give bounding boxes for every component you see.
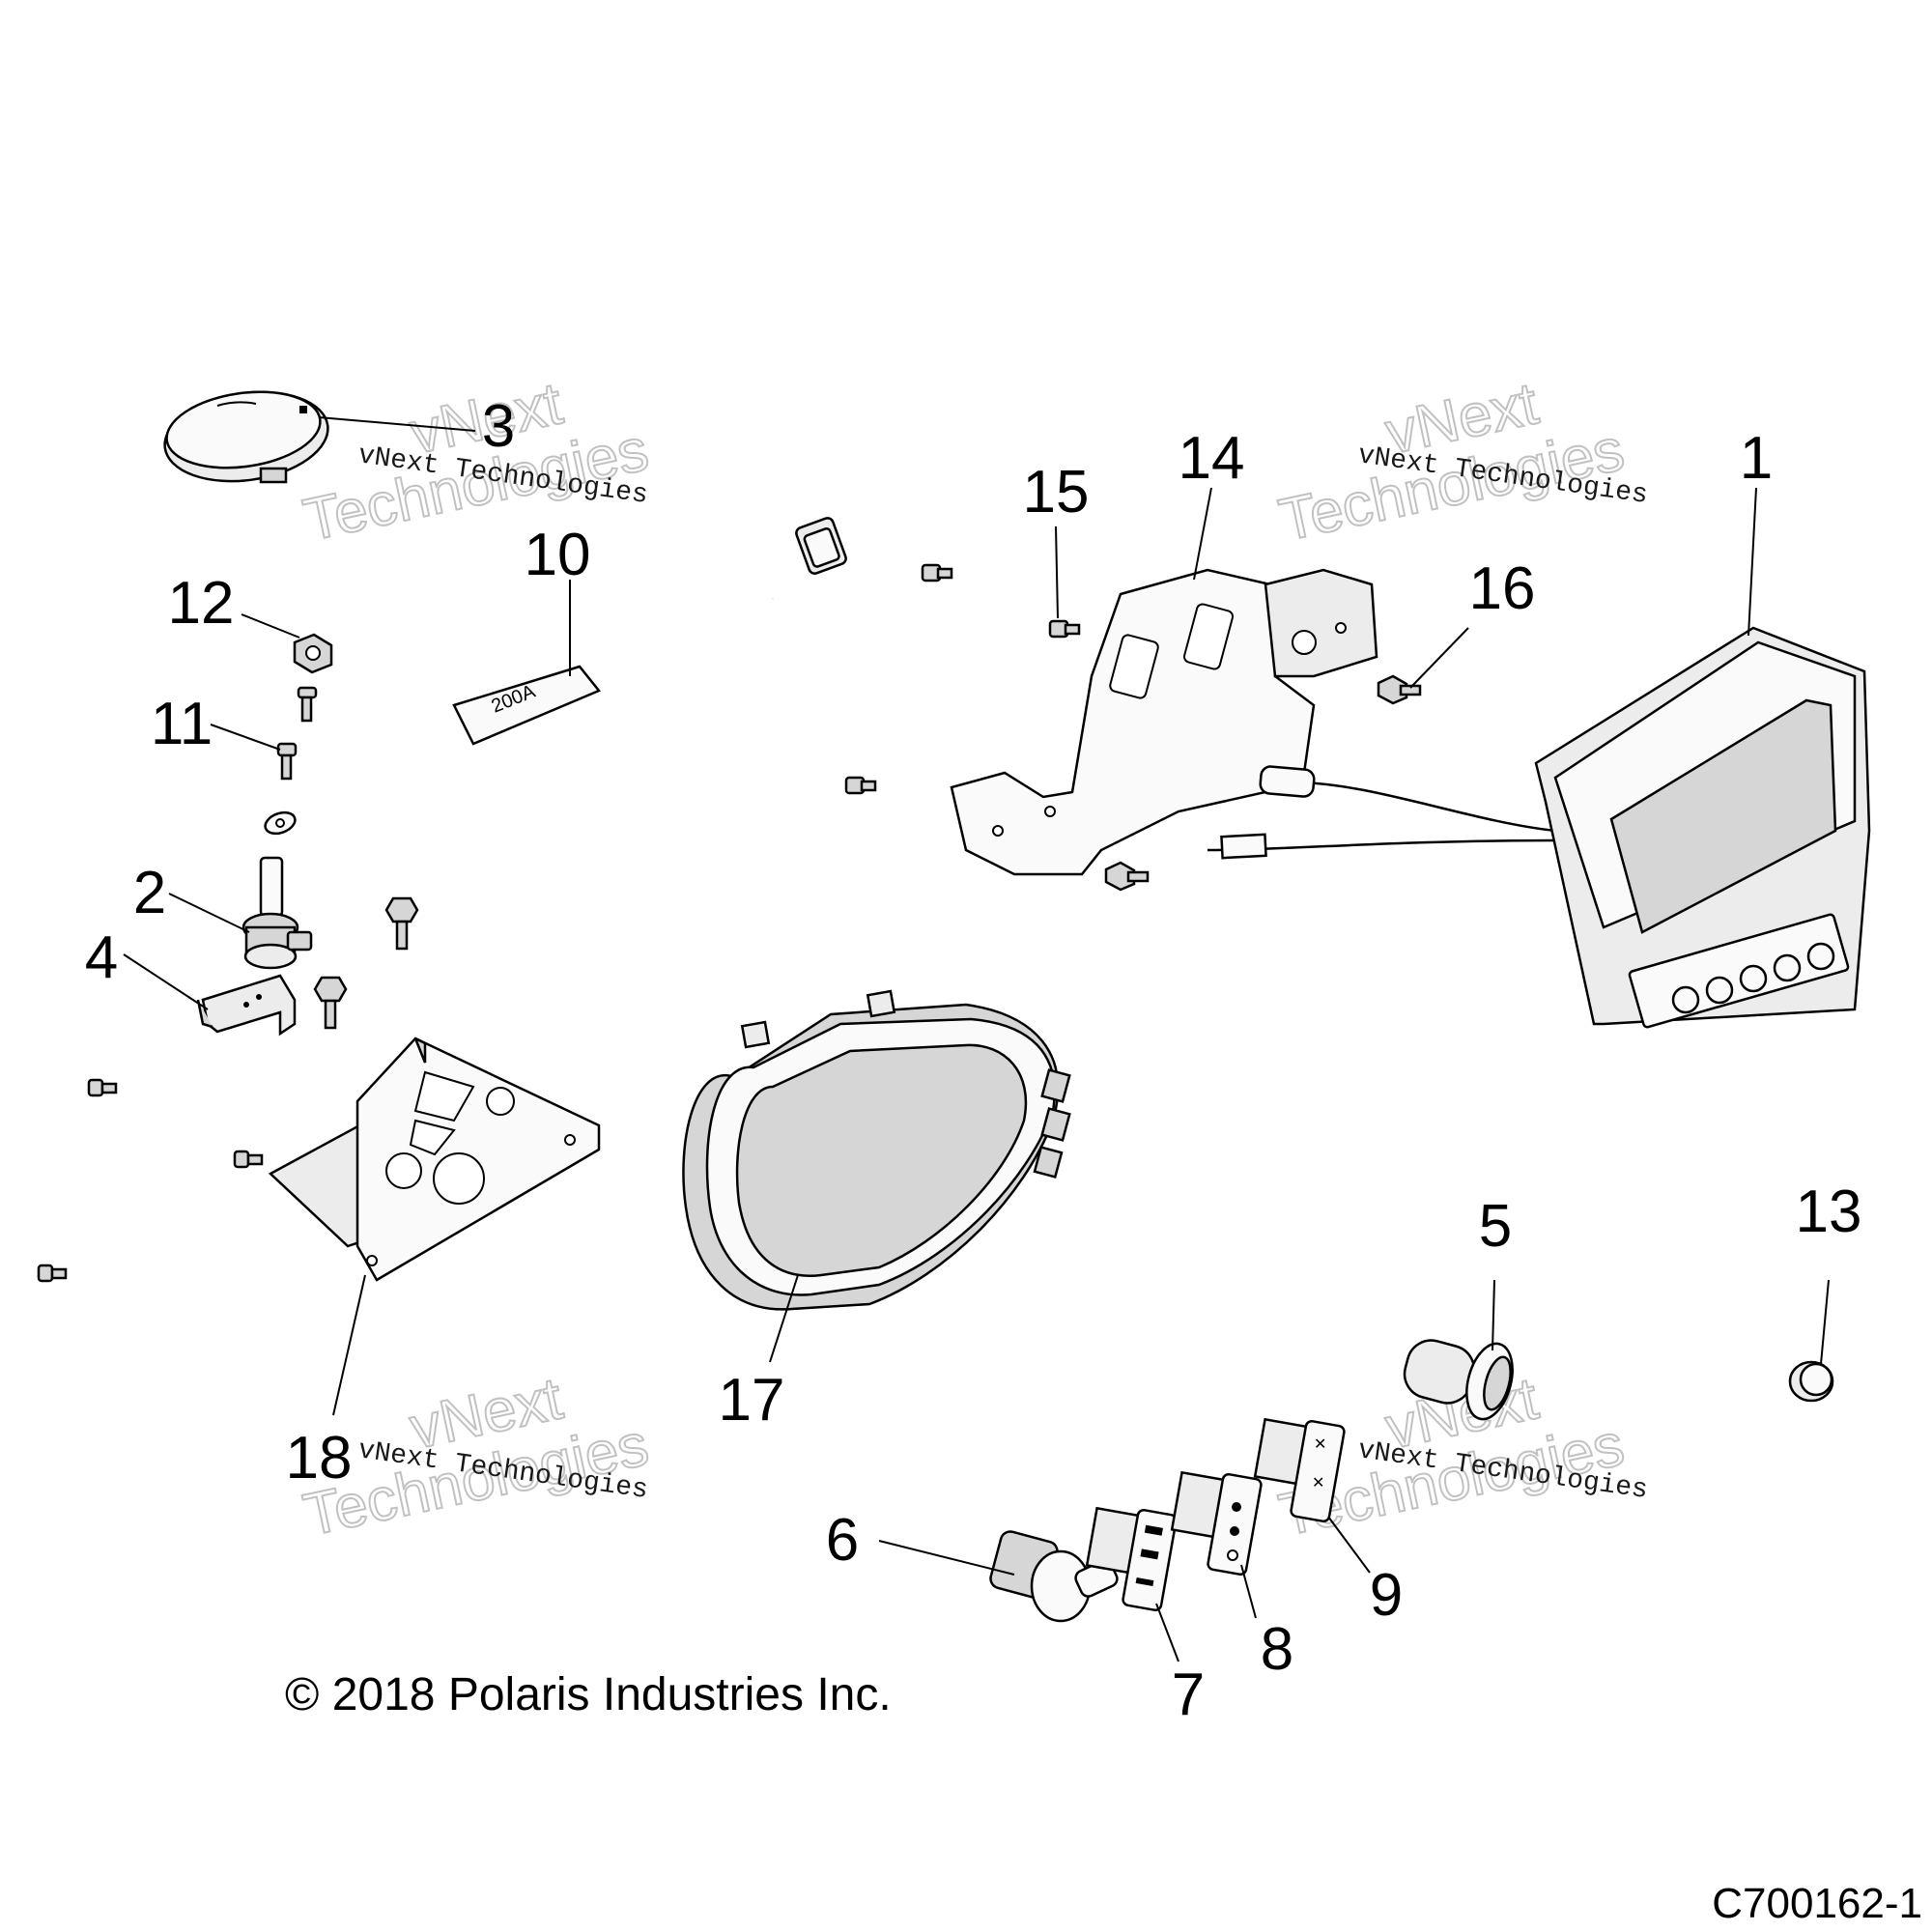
part-16-screw [1377,674,1422,705]
part-15-screw [1048,619,1081,639]
figure-id: C700162-1 [1712,1880,1922,1927]
leader-16 [1409,627,1469,689]
part-4-clip [196,974,297,1037]
callout-18: 18 [286,1425,353,1492]
leader-18 [332,1274,366,1416]
leader-12 [241,613,300,639]
copyright-notice: © 2018 Polaris Industries Inc. [285,1669,892,1720]
part-3-antenna [163,390,329,484]
leader-7 [1155,1603,1179,1662]
screw-f [921,563,953,582]
part-9-switch: ✕ ✕ [1253,1417,1346,1523]
callout-12: 12 [168,570,235,637]
part-10-fused-cable: 200A [264,517,847,836]
callout-5: 5 [1479,1193,1512,1260]
callout-4: 4 [85,924,118,991]
callout-9: 9 [1370,1562,1403,1629]
part-5-power-socket [1403,1339,1514,1421]
leader-1 [1747,487,1757,637]
bolt-a [384,896,419,951]
leader-13 [1820,1279,1830,1365]
callout-3: 3 [482,393,515,460]
part-14-display-bracket [950,568,1378,876]
leader-2 [168,893,250,933]
leader-9 [1327,1516,1371,1574]
screw-c [87,1078,118,1097]
callout-16: 16 [1469,555,1536,622]
leader-15 [1055,526,1059,619]
callout-10: 10 [525,522,591,588]
callout-1: 1 [1740,425,1773,492]
part-7-switch [1085,1506,1178,1612]
part-17-instrument-cluster [682,989,1071,1311]
watermark-top-left: vNext Technologies vNext Technologies [298,369,655,554]
screw-e [37,1264,68,1283]
part-11-bolt [276,742,298,781]
svg-text:✕: ✕ [1312,1475,1324,1492]
leader-11 [210,724,281,751]
callout-17: 17 [719,1367,785,1434]
part-1-display-unit [1207,626,1871,1029]
callout-11: 11 [151,691,213,757]
part-13-plug [1788,1360,1834,1403]
leader-4 [123,953,209,1010]
leader-14 [1193,487,1212,581]
part-18-mount-bracket [268,1037,601,1282]
callout-13: 13 [1796,1179,1862,1245]
leader-6 [878,1540,1015,1576]
svg-text:✕: ✕ [1314,1436,1326,1453]
bolt-b [313,976,348,1030]
callout-15: 15 [1023,459,1090,526]
screw-g [844,776,877,795]
callout-8: 8 [1261,1616,1293,1683]
part-2-terminal-post [242,856,313,970]
callout-14: 14 [1179,425,1245,492]
screw-h [1104,861,1150,892]
part-12-nut [293,633,333,674]
callout-2: 2 [133,860,166,926]
callout-6: 6 [826,1507,859,1574]
watermark-top-right: vNext Technologies vNext Technologies [1273,369,1650,554]
callout-7: 7 [1172,1662,1205,1728]
leader-17 [769,1274,799,1363]
part-8-switch [1170,1470,1263,1577]
leader-5 [1492,1279,1495,1351]
bolt-near-12 [297,686,318,723]
screw-d [233,1150,264,1169]
leader-8 [1240,1564,1257,1619]
leader-3 [318,416,476,432]
